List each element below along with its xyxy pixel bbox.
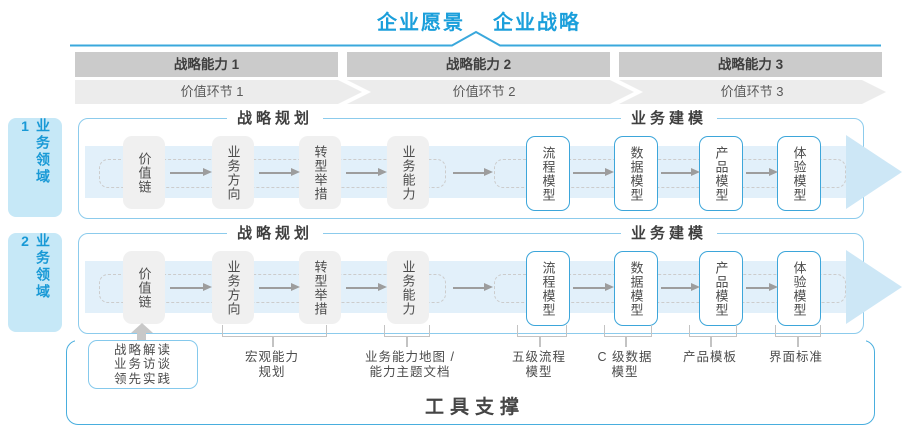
flow-arrow [259, 284, 300, 290]
phase-label-modeling: 业务建模 [620, 224, 718, 244]
vision-title: 企业愿景 [377, 12, 465, 34]
value-link-label-3: 价值环节 3 [720, 84, 784, 99]
title-row: 企业愿景 企业战略 [48, 6, 910, 35]
up-arrow-icon [131, 323, 153, 333]
flow-band-arrowhead [846, 135, 902, 209]
strategic-capability-bar-3: 战略能力 3 [619, 52, 882, 77]
practice-line: 战略解读 [113, 342, 172, 357]
flow-arrow [746, 284, 778, 290]
modeling-dashed-group [494, 159, 846, 188]
up-arrow-stem [137, 332, 146, 341]
strategic-capability-bar-2: 战略能力 2 [347, 52, 610, 77]
flow-arrow [746, 169, 778, 175]
flow-box-business-capability: 业务能力 [387, 136, 429, 209]
annotation-macro-capability: 宏观能力 规划 [244, 350, 299, 379]
flow-arrow [573, 284, 614, 290]
practice-line: 业务访谈 [113, 357, 172, 372]
phase-label-planning: 战略规划 [226, 224, 324, 244]
flow-box-data-model: 数据模型 [614, 251, 658, 326]
flow-box-experience-model: 体验模型 [777, 136, 821, 211]
flow-arrow [170, 284, 212, 290]
value-chain-chevrons [75, 80, 886, 104]
flow-box-process-model: 流程模型 [526, 136, 570, 211]
modeling-dashed-group [494, 274, 846, 303]
domain-pill-1-label: 业务领域 1 [17, 118, 51, 186]
annotation-process-model: 五级流程 模型 [511, 350, 566, 379]
phase-label-planning: 战略规划 [226, 109, 324, 129]
flow-arrow [170, 169, 212, 175]
flow-arrow [661, 169, 700, 175]
domain-panel-1: 战略规划 业务建模 价值链 业务方向 转型举措 业务能力 流程模型 数据模型 产… [78, 109, 902, 219]
bracket-connector [604, 325, 652, 347]
flow-box-process-model: 流程模型 [526, 251, 570, 326]
flow-box-product-model: 产品模型 [699, 251, 743, 326]
domain-panel-2: 战略规划 业务建模 价值链 业务方向 转型举措 业务能力 流程模型 数据模型 产… [78, 224, 902, 334]
flow-arrow [346, 169, 387, 175]
flow-arrow [453, 169, 493, 175]
value-link-label-2: 价值环节 2 [452, 84, 516, 99]
vision-connector-line [70, 30, 881, 47]
flow-box-data-model: 数据模型 [614, 136, 658, 211]
annotation-interface-standard: 界面标准 [768, 350, 823, 364]
domain-pill-1: 业务领域 1 [8, 118, 62, 217]
flow-box-product-model: 产品模型 [699, 136, 743, 211]
planning-dashed-group [99, 274, 446, 303]
annotation-data-model: C 级数据 模型 [597, 350, 653, 379]
flow-box-business-direction: 业务方向 [212, 251, 254, 324]
flow-arrow [661, 284, 700, 290]
flow-box-transformation-initiatives: 转型举措 [299, 251, 341, 324]
strategic-capability-bar-1: 战略能力 1 [75, 52, 338, 77]
flow-box-value-chain: 价值链 [123, 136, 165, 209]
flow-arrow [259, 169, 300, 175]
flow-box-value-chain: 价值链 [123, 251, 165, 324]
annotation-capability-map: 业务能力地图 / 能力主题文档 [365, 350, 455, 379]
flow-arrow [346, 284, 387, 290]
bracket-connector [384, 325, 430, 347]
flow-arrow [453, 284, 493, 290]
strategy-title: 企业战略 [493, 12, 581, 34]
domain-pill-2-label: 业务领域 2 [17, 233, 51, 301]
bracket-connector [775, 325, 821, 347]
tool-support-label: 工具支撑 [424, 397, 525, 418]
practice-line: 领先实践 [113, 371, 172, 386]
annotation-practices-box: 战略解读 业务访谈 领先实践 [88, 340, 198, 389]
bracket-connector [517, 325, 567, 347]
flow-arrow [573, 169, 614, 175]
planning-dashed-group [99, 159, 446, 188]
phase-label-modeling: 业务建模 [620, 109, 718, 129]
value-link-label-1: 价值环节 1 [180, 84, 244, 99]
domain-pill-2: 业务领域 2 [8, 233, 62, 332]
flow-box-transformation-initiatives: 转型举措 [299, 136, 341, 209]
annotation-product-template: 产品模板 [682, 350, 737, 364]
bracket-connector [222, 325, 327, 347]
flow-box-experience-model: 体验模型 [777, 251, 821, 326]
flow-box-business-capability: 业务能力 [387, 251, 429, 324]
flow-band-arrowhead [846, 250, 902, 324]
tool-support-container [66, 339, 875, 425]
flow-box-business-direction: 业务方向 [212, 136, 254, 209]
bracket-connector [689, 325, 737, 347]
